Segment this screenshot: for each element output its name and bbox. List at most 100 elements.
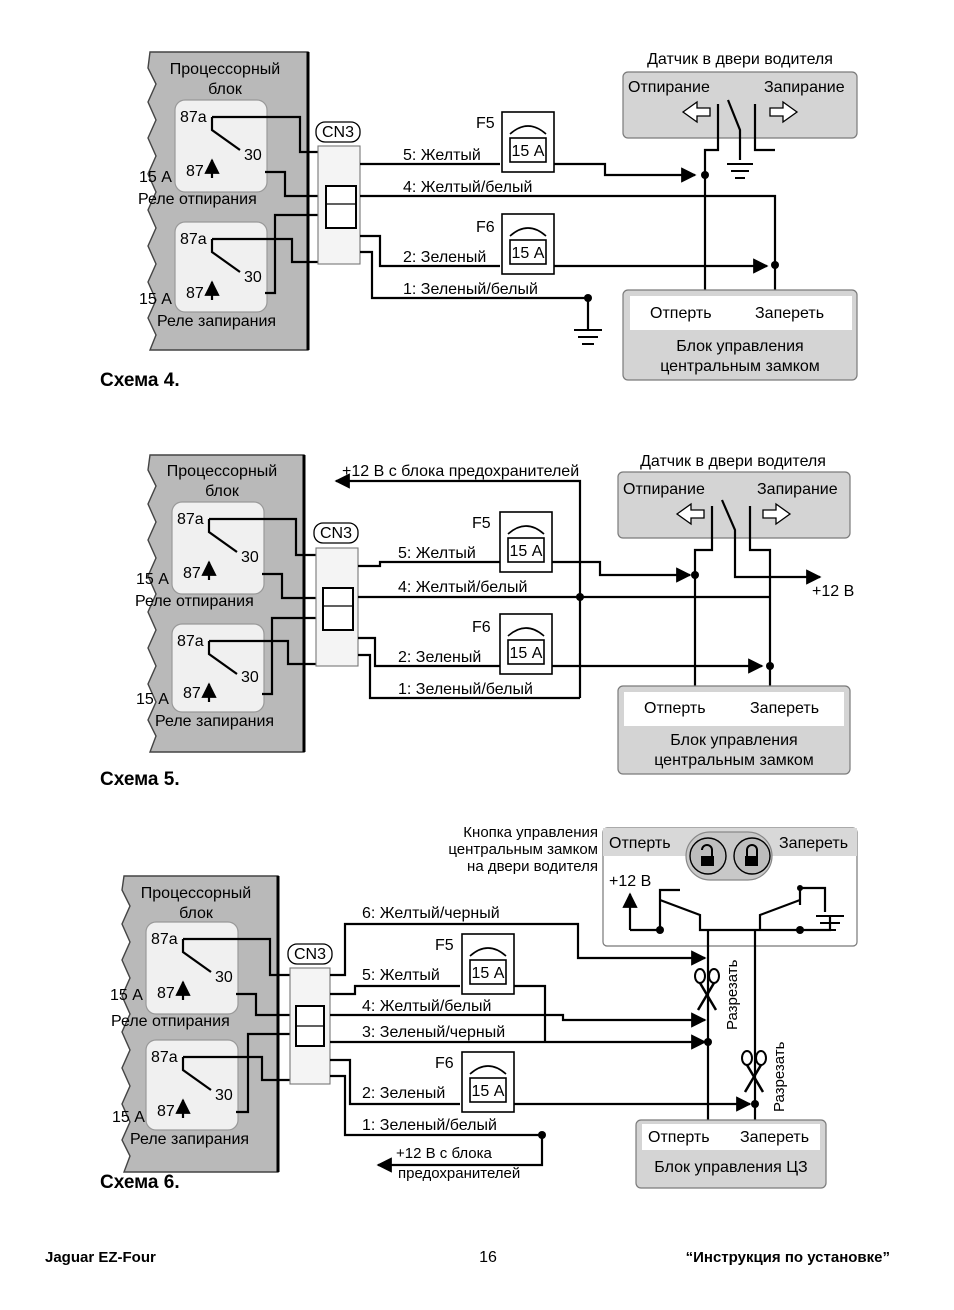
wire-2-label: 2: Зеленый <box>398 649 481 666</box>
wire-4-label: 4: Желтый/белый <box>403 179 532 196</box>
button-label-2: центральным замком <box>448 841 598 858</box>
wire-2-label: 2: Зеленый <box>403 249 486 266</box>
relay-pin-30: 30 <box>215 1087 233 1104</box>
relay-pin-87a: 87a <box>151 931 178 948</box>
sensor-lock-label: Запирание <box>757 481 838 498</box>
arrow-left-icon <box>681 100 711 124</box>
button-label: Кнопка управления <box>463 824 598 841</box>
scheme-4: Процессорный блок 87a 30 87 15 А Реле от… <box>100 51 858 391</box>
sensor-title: Датчик в двери водителя <box>640 453 826 470</box>
plus12-label: +12 В <box>812 583 854 600</box>
processor-block-label-2: блок <box>208 81 243 98</box>
button-lock-label: Запереть <box>779 835 848 852</box>
relay-unlock-label: Реле отпирания <box>138 191 257 208</box>
relay-pin-87: 87 <box>157 985 175 1002</box>
scheme-6: Процессорный блок 87a 30 87 15 А Реле от… <box>100 824 858 1193</box>
ground-icon <box>727 163 753 179</box>
fuse-f6-label: F6 <box>472 619 491 636</box>
plus12-label: +12 В <box>609 873 651 890</box>
wire-1-label: 1: Зеленый/белый <box>362 1117 497 1134</box>
footer-manual: “Инструкция по установке” <box>686 1249 890 1266</box>
processor-block-label: Процессорный <box>170 61 280 78</box>
wire-1-label: 1: Зеленый/белый <box>398 681 533 698</box>
relay-unlock <box>171 501 265 595</box>
fuse-rating: 15 А <box>512 143 545 160</box>
relay-pin-30: 30 <box>215 969 233 986</box>
fuse-f6-label: F6 <box>435 1055 454 1072</box>
cu-title: Блок управления <box>670 732 797 749</box>
cu-unlock-label: Отперть <box>650 305 712 322</box>
relay-lock-label: Реле запирания <box>130 1131 249 1148</box>
relay-lock-label: Реле запирания <box>155 713 274 730</box>
page-number: 16 <box>479 1249 497 1266</box>
wire-6-label: 6: Желтый/черный <box>362 905 500 922</box>
relay-rating: 15 А <box>139 169 172 186</box>
fuse-rating: 15 А <box>472 1083 505 1100</box>
cu-title-2: центральным замком <box>660 358 820 375</box>
relay-pin-87: 87 <box>157 1103 175 1120</box>
arrow-right-icon <box>769 100 799 124</box>
cu-lock-label: Запереть <box>750 700 819 717</box>
scheme-title: Схема 4. <box>100 370 180 391</box>
relay-unlock <box>174 99 268 193</box>
arrow-right-icon <box>762 502 792 526</box>
relay-pin-30: 30 <box>241 669 259 686</box>
relay-lock <box>174 221 268 313</box>
wire-5-label: 5: Желтый <box>403 147 481 164</box>
processor-block-label-2: блок <box>179 905 214 922</box>
cu-lock-label: Запереть <box>755 305 824 322</box>
cut-label-2: Разрезать <box>771 1041 788 1112</box>
relay-pin-87: 87 <box>183 685 201 702</box>
ground-icon <box>816 915 844 931</box>
relay-pin-87a: 87a <box>180 231 207 248</box>
supply-label: +12 В с блока предохранителей <box>342 463 579 480</box>
relay-pin-87a: 87a <box>180 109 207 126</box>
fuse-rating: 15 А <box>510 645 543 662</box>
sensor-unlock-label: Отпирание <box>628 79 710 96</box>
relay-pin-30: 30 <box>241 549 259 566</box>
relay-pin-87a: 87a <box>177 633 204 650</box>
relay-lock <box>145 1039 239 1131</box>
footer-product: Jaguar EZ-Four <box>45 1249 156 1266</box>
fuse-rating: 15 А <box>472 965 505 982</box>
wire-4-label: 4: Желтый/белый <box>362 998 491 1015</box>
relay-pin-30: 30 <box>244 269 262 286</box>
cu-unlock-label: Отперть <box>648 1129 710 1146</box>
wire-5-label: 5: Желтый <box>362 967 440 984</box>
relay-rating: 15 А <box>136 571 169 588</box>
connector-label: CN3 <box>322 124 354 141</box>
relay-pin-87: 87 <box>186 285 204 302</box>
relay-lock <box>171 623 265 713</box>
supply-label: +12 В с блока <box>396 1145 493 1162</box>
scheme-title: Схема 5. <box>100 769 180 790</box>
wire-2-label: 2: Зеленый <box>362 1085 445 1102</box>
connector-label: CN3 <box>320 525 352 542</box>
wire-4-label: 4: Желтый/белый <box>398 579 527 596</box>
button-label-3: на двери водителя <box>467 858 598 875</box>
connector-label: CN3 <box>294 946 326 963</box>
relay-unlock <box>145 921 239 1015</box>
relay-pin-87: 87 <box>183 565 201 582</box>
relay-pin-87a: 87a <box>177 511 204 528</box>
fuse-f6-label: F6 <box>476 219 495 236</box>
relay-rating: 15 А <box>112 1109 145 1126</box>
processor-block-label: Процессорный <box>167 463 277 480</box>
ground-icon <box>574 329 602 345</box>
sensor-unlock-label: Отпирание <box>623 481 705 498</box>
relay-unlock-label: Реле отпирания <box>135 593 254 610</box>
button-unlock-label: Отперть <box>609 835 671 852</box>
sensor-lock-label: Запирание <box>764 79 845 96</box>
cu-title-2: центральным замком <box>654 752 814 769</box>
sensor-title: Датчик в двери водителя <box>647 51 833 68</box>
relay-lock-label: Реле запирания <box>157 313 276 330</box>
relay-rating: 15 А <box>110 987 143 1004</box>
supply-label-2: предохранителей <box>398 1165 520 1182</box>
fuse-rating: 15 А <box>512 245 545 262</box>
relay-unlock-label: Реле отпирания <box>111 1013 230 1030</box>
cu-title: Блок управления <box>676 338 803 355</box>
relay-pin-87a: 87a <box>151 1049 178 1066</box>
cu-unlock-label: Отперть <box>644 700 706 717</box>
scheme-5: Процессорный блок 87a 30 87 15 А Реле от… <box>100 453 854 790</box>
relay-rating: 15 А <box>139 291 172 308</box>
